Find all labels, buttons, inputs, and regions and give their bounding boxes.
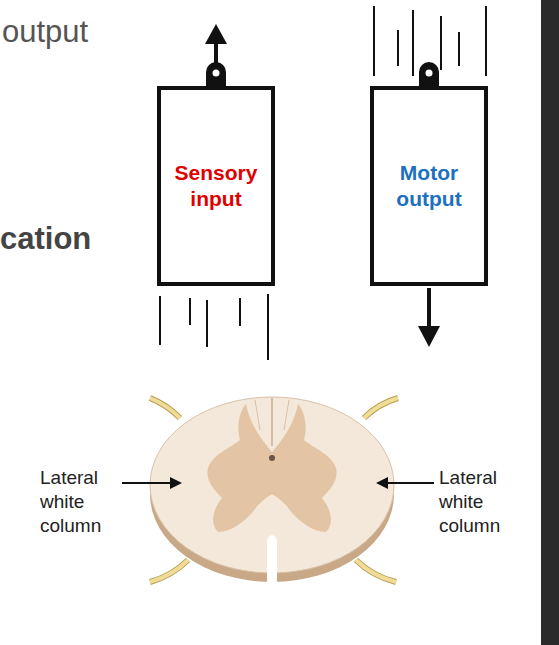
arrow-shaft xyxy=(427,288,431,330)
box-text: Sensory input xyxy=(161,160,271,212)
nerve-root xyxy=(356,560,396,582)
central-canal xyxy=(269,455,275,461)
arrow-head xyxy=(376,477,388,489)
connector-knob xyxy=(419,62,439,88)
nerve-root xyxy=(150,398,180,418)
input-line xyxy=(189,298,191,325)
input-lines xyxy=(374,6,486,76)
input-line xyxy=(267,294,269,360)
input-line xyxy=(485,6,487,76)
knob-hole xyxy=(426,70,433,77)
process-box: Motor output xyxy=(370,86,488,286)
septum-line xyxy=(284,400,289,430)
arrow-head xyxy=(418,326,440,347)
input-line xyxy=(373,6,375,76)
box-text: Motor output xyxy=(374,160,484,212)
arrow-head xyxy=(205,24,227,44)
nerve-root xyxy=(150,560,188,582)
nerve-root xyxy=(356,560,396,582)
leader-arrows xyxy=(122,477,434,489)
input-line xyxy=(206,300,208,347)
posterior-sulcus xyxy=(271,398,273,446)
input-line xyxy=(440,16,442,70)
leader-line xyxy=(122,482,172,484)
spinal-cord xyxy=(150,397,398,600)
output-arrow xyxy=(205,24,227,88)
text-label: output xyxy=(2,14,162,50)
input-line xyxy=(412,10,414,76)
input-line xyxy=(458,32,460,66)
text-label: Lateral white column xyxy=(439,466,521,538)
input-line xyxy=(397,30,399,66)
nerve-root xyxy=(364,398,398,418)
nerve-root xyxy=(150,560,188,582)
input-line xyxy=(239,298,241,326)
leader-line xyxy=(386,482,434,484)
arrow-head xyxy=(170,477,182,489)
input-line xyxy=(159,296,161,345)
nerve-root xyxy=(364,398,398,418)
septum-line xyxy=(255,400,260,430)
anterior-fissure xyxy=(267,535,277,600)
connector-knob xyxy=(206,62,226,88)
text-label: cation xyxy=(0,221,160,257)
knob-hole xyxy=(213,70,220,77)
process-box: Sensory input xyxy=(157,86,275,286)
input-lines xyxy=(160,294,268,360)
text-label: Lateral white column xyxy=(40,466,122,538)
side-bar xyxy=(541,0,559,645)
nerve-root xyxy=(150,398,180,418)
